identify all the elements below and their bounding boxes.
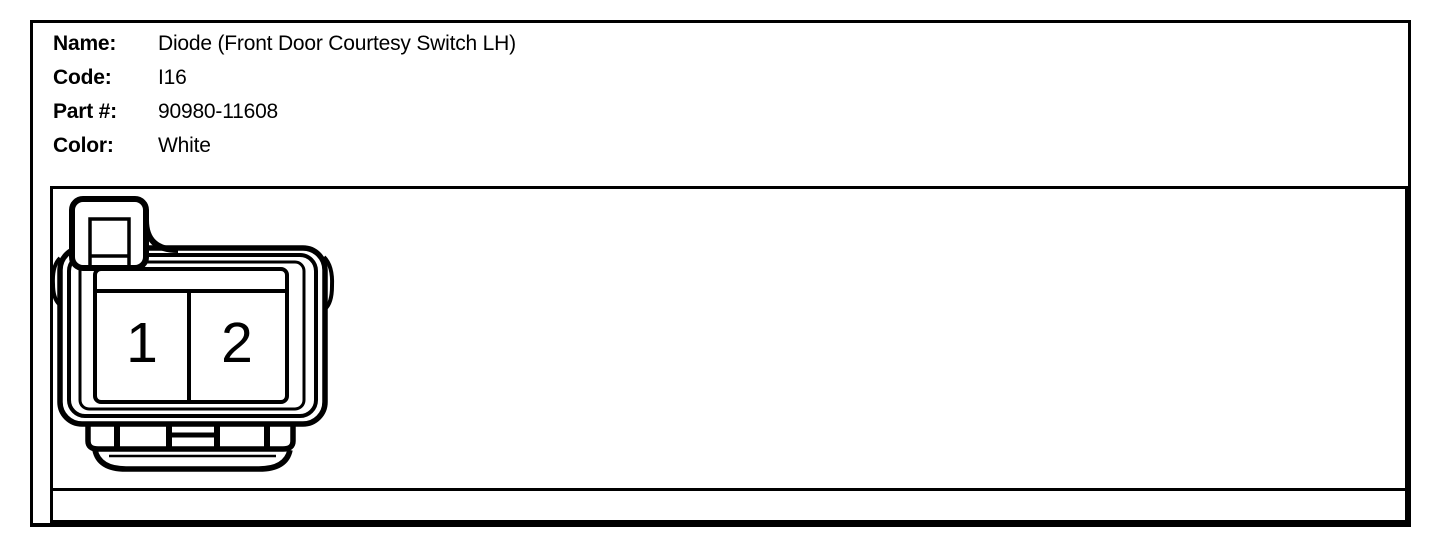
name-label: Name: — [53, 32, 117, 55]
field-row-part: Part #: 90980-11608 — [53, 95, 516, 129]
header-fields: Name: Diode (Front Door Courtesy Switch … — [53, 27, 516, 163]
field-row-code: Code: I16 — [53, 61, 516, 95]
connector-teeth-outline — [85, 423, 296, 452]
connector-right-ear — [322, 255, 335, 311]
connector-drawing-row: 1 2 — [53, 189, 1405, 491]
info-card: Name: Diode (Front Door Courtesy Switch … — [30, 20, 1411, 527]
footer-strip-row — [53, 491, 1405, 517]
pin-1-label: 1 — [126, 311, 158, 375]
code-label: Code: — [53, 66, 112, 89]
part-number-value: 90980-11608 — [158, 100, 279, 123]
connector-diagram: 1 2 — [53, 196, 335, 472]
lock-tab-inner — [88, 217, 131, 270]
color-label: Color: — [53, 134, 114, 157]
field-row-color: Color: White — [53, 129, 516, 163]
name-value: Diode (Front Door Courtesy Switch LH) — [158, 32, 516, 55]
part-number-label: Part #: — [53, 100, 117, 123]
pin-2-label: 2 — [221, 311, 253, 375]
code-value: I16 — [158, 66, 187, 89]
diagram-panel: 1 2 — [50, 186, 1408, 523]
color-value: White — [158, 134, 211, 157]
field-row-name: Name: Diode (Front Door Courtesy Switch … — [53, 27, 516, 61]
connector-left-ear — [53, 256, 62, 306]
connector-bottom-cap — [92, 449, 293, 472]
